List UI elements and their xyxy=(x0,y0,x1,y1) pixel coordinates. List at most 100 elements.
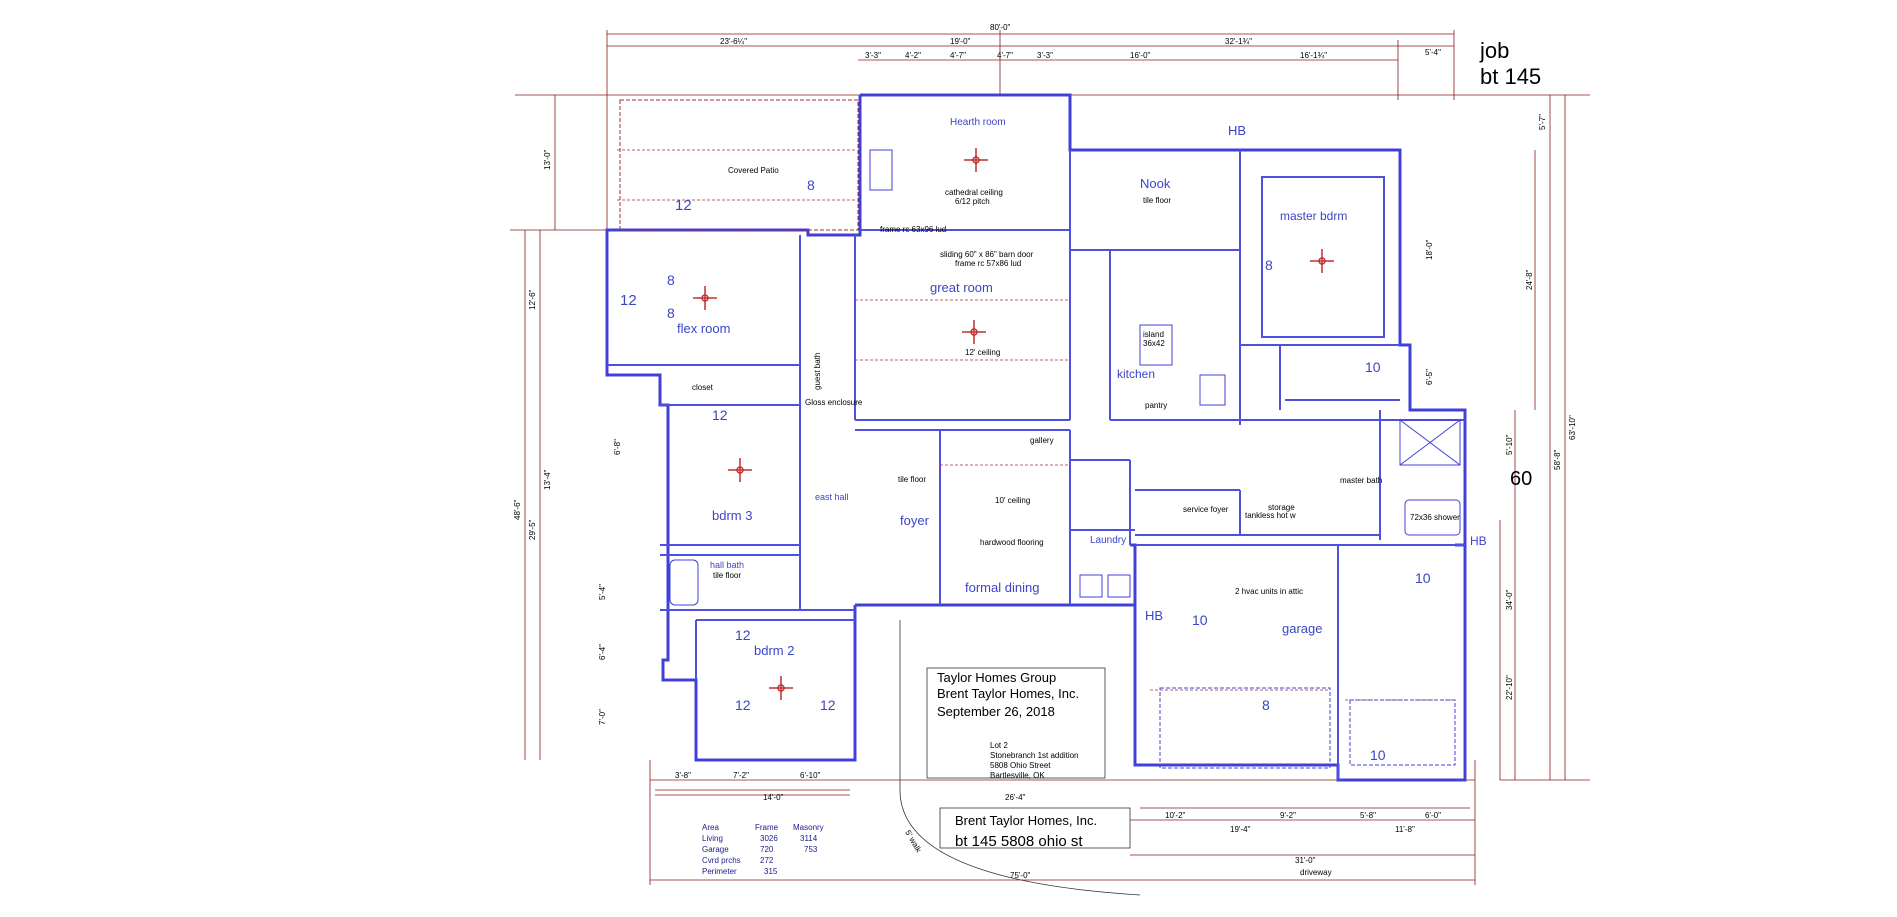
dim-bottom-2: 7'-2" xyxy=(733,771,749,780)
title-city: Bartlesville, OK xyxy=(990,771,1045,780)
dim-right-1: 5'-7" xyxy=(1538,114,1547,130)
room-kitchen: kitchen xyxy=(1117,367,1155,381)
barn-door: sliding 60" x 86" barn door xyxy=(940,250,1034,259)
ceiling-12-bdrm3: 12 xyxy=(712,407,728,423)
stove xyxy=(1199,374,1226,406)
hb-garage: HB xyxy=(1145,608,1163,623)
dim-bottom-4: 14'-0" xyxy=(763,793,784,802)
ceiling-10-garage-a: 10 xyxy=(1192,612,1208,628)
dim-right-7: 22'-10" xyxy=(1505,675,1514,700)
tankless-label: tankless hot w xyxy=(1245,511,1296,520)
dim-left-1: 13'-0" xyxy=(543,149,552,170)
dim-bottom-12: 11'-8" xyxy=(1395,825,1415,834)
fan-icon xyxy=(962,320,986,344)
room-formal-dining: formal dining xyxy=(965,580,1039,595)
left-depth-dim: 48'-6" xyxy=(513,499,522,520)
hearth-note1: cathedral ceiling xyxy=(945,188,1003,197)
dim-top-3: 32'-1¾" xyxy=(1225,37,1252,46)
overall-height-dim: 63'-10" xyxy=(1568,415,1577,440)
title-company2: Brent Taylor Homes, Inc. xyxy=(937,686,1079,701)
dim-bottom-13: 31'-0" xyxy=(1295,856,1316,865)
room-laundry: Laundry xyxy=(1090,535,1126,546)
gallery-label: gallery xyxy=(1030,436,1054,445)
ceiling-8-patio: 8 xyxy=(807,177,815,193)
dim-bottom-7: 10'-2" xyxy=(1165,811,1186,820)
dim-left-4: 13'-4" xyxy=(543,469,552,490)
area-header-area: Area xyxy=(702,823,719,832)
room-nook: Nook xyxy=(1140,176,1171,191)
garage-door-1 xyxy=(1159,687,1331,769)
ceiling-10-garage-b: 10 xyxy=(1415,570,1431,586)
room-garage: garage xyxy=(1282,621,1322,636)
area-row-frame: 315 xyxy=(764,867,778,876)
ceiling-12-bdrm2b: 12 xyxy=(735,697,751,713)
foyer-floor: tile floor xyxy=(898,475,926,484)
guest-bath-label: guest bath xyxy=(813,353,822,390)
dim-bottom-5: 26'-4" xyxy=(1005,793,1026,802)
title-lot: Lot 2 xyxy=(990,741,1008,750)
island-label: island xyxy=(1143,330,1164,339)
job-number: bt 145 xyxy=(1480,64,1541,89)
dim-bottom-1: 3'-8" xyxy=(675,771,691,780)
ceiling-12-flex: 12 xyxy=(620,292,637,309)
dim-right-6: 34'-0" xyxy=(1505,589,1514,610)
dim-bottom-3: 6'-10" xyxy=(800,771,821,780)
nook-floor: tile floor xyxy=(1143,196,1171,205)
dim-top2-1: 3'-3" xyxy=(865,51,881,60)
master-bath-label: master bath xyxy=(1340,476,1382,485)
area-header-frame: Frame xyxy=(755,823,779,832)
storage-label: storage xyxy=(1268,503,1295,512)
ceiling-8-flex: 8 xyxy=(667,272,675,288)
shower-label: 72x36 shower xyxy=(1410,513,1460,522)
driveway-label: driveway xyxy=(1300,868,1332,877)
gloss-label: Gloss enclosure xyxy=(805,398,863,407)
dim-top2-2: 4'-2" xyxy=(905,51,921,60)
kitchen-island xyxy=(1139,324,1173,366)
area-row-masonry: 753 xyxy=(804,845,818,854)
fan-icon xyxy=(1310,249,1334,273)
room-foyer: foyer xyxy=(900,513,930,528)
dim-top2-7: 16'-1¾" xyxy=(1300,51,1327,60)
ceiling-12-patio: 12 xyxy=(675,197,692,214)
left-dimensions: 48'-6" 13'-0" 12'-6" 29'-5" 13'-4" 6'-8"… xyxy=(513,149,622,725)
dim-bottom-11: 19'-4" xyxy=(1230,825,1251,834)
room-great: great room xyxy=(930,280,993,295)
dimension-lines xyxy=(510,30,1590,885)
fan-icon xyxy=(728,458,752,482)
hall-bath-floor: tile floor xyxy=(713,571,741,580)
bottom-dimensions: 3'-8" 7'-2" 6'-10" 14'-0" 26'-4" 75'-0" … xyxy=(675,771,1441,880)
ceiling-12-bdrm2a: 12 xyxy=(735,627,751,643)
room-bdrm3: bdrm 3 xyxy=(712,508,752,523)
top-dimensions: 80'-0" 23'-6¼" 19'-0" 32'-1¾" 5'-4" 3'-3… xyxy=(720,23,1441,60)
dim-top2-3: 4'-7" xyxy=(950,51,966,60)
area-row-label: Living xyxy=(702,834,723,843)
fixtures xyxy=(669,149,1461,849)
master-tub xyxy=(1399,419,1461,466)
title-block: Taylor Homes Group Brent Taylor Homes, I… xyxy=(937,670,1097,850)
area-row-label: Garage xyxy=(702,845,729,854)
dim-left-2: 12'-6" xyxy=(528,289,537,310)
shower xyxy=(1404,499,1461,536)
ceiling-8-master: 8 xyxy=(1265,257,1273,273)
ceiling-8-garage: 8 xyxy=(1262,697,1270,713)
dryer xyxy=(1107,574,1131,598)
fan-icon xyxy=(769,676,793,700)
dim-top-1: 23'-6¼" xyxy=(720,37,747,46)
dim-top-2: 19'-0" xyxy=(950,37,971,46)
dim-right-2: 18'-0" xyxy=(1425,239,1434,260)
overall-width-dim: 80'-0" xyxy=(990,23,1011,32)
dining-floor: hardwood flooring xyxy=(980,538,1044,547)
walkway xyxy=(899,620,1141,896)
attic-note: 2 hvac units in attic xyxy=(1235,587,1303,596)
ceiling-8-flex-b: 8 xyxy=(667,305,675,321)
footer-job: bt 145 5808 ohio st xyxy=(955,833,1083,850)
area-row-label: Cvrd prchs xyxy=(702,856,741,865)
area-row-frame: 720 xyxy=(760,845,774,854)
area-table: Area Frame Masonry Living 3026 3114 Gara… xyxy=(702,823,824,876)
dim-top2-4: 4'-7" xyxy=(997,51,1013,60)
footer-box xyxy=(939,807,1131,849)
dim-top2-5: 3'-3" xyxy=(1037,51,1053,60)
dim-bottom-9: 5'-8" xyxy=(1360,811,1376,820)
hb-right: HB xyxy=(1470,534,1487,548)
area-row-frame: 3026 xyxy=(760,834,778,843)
